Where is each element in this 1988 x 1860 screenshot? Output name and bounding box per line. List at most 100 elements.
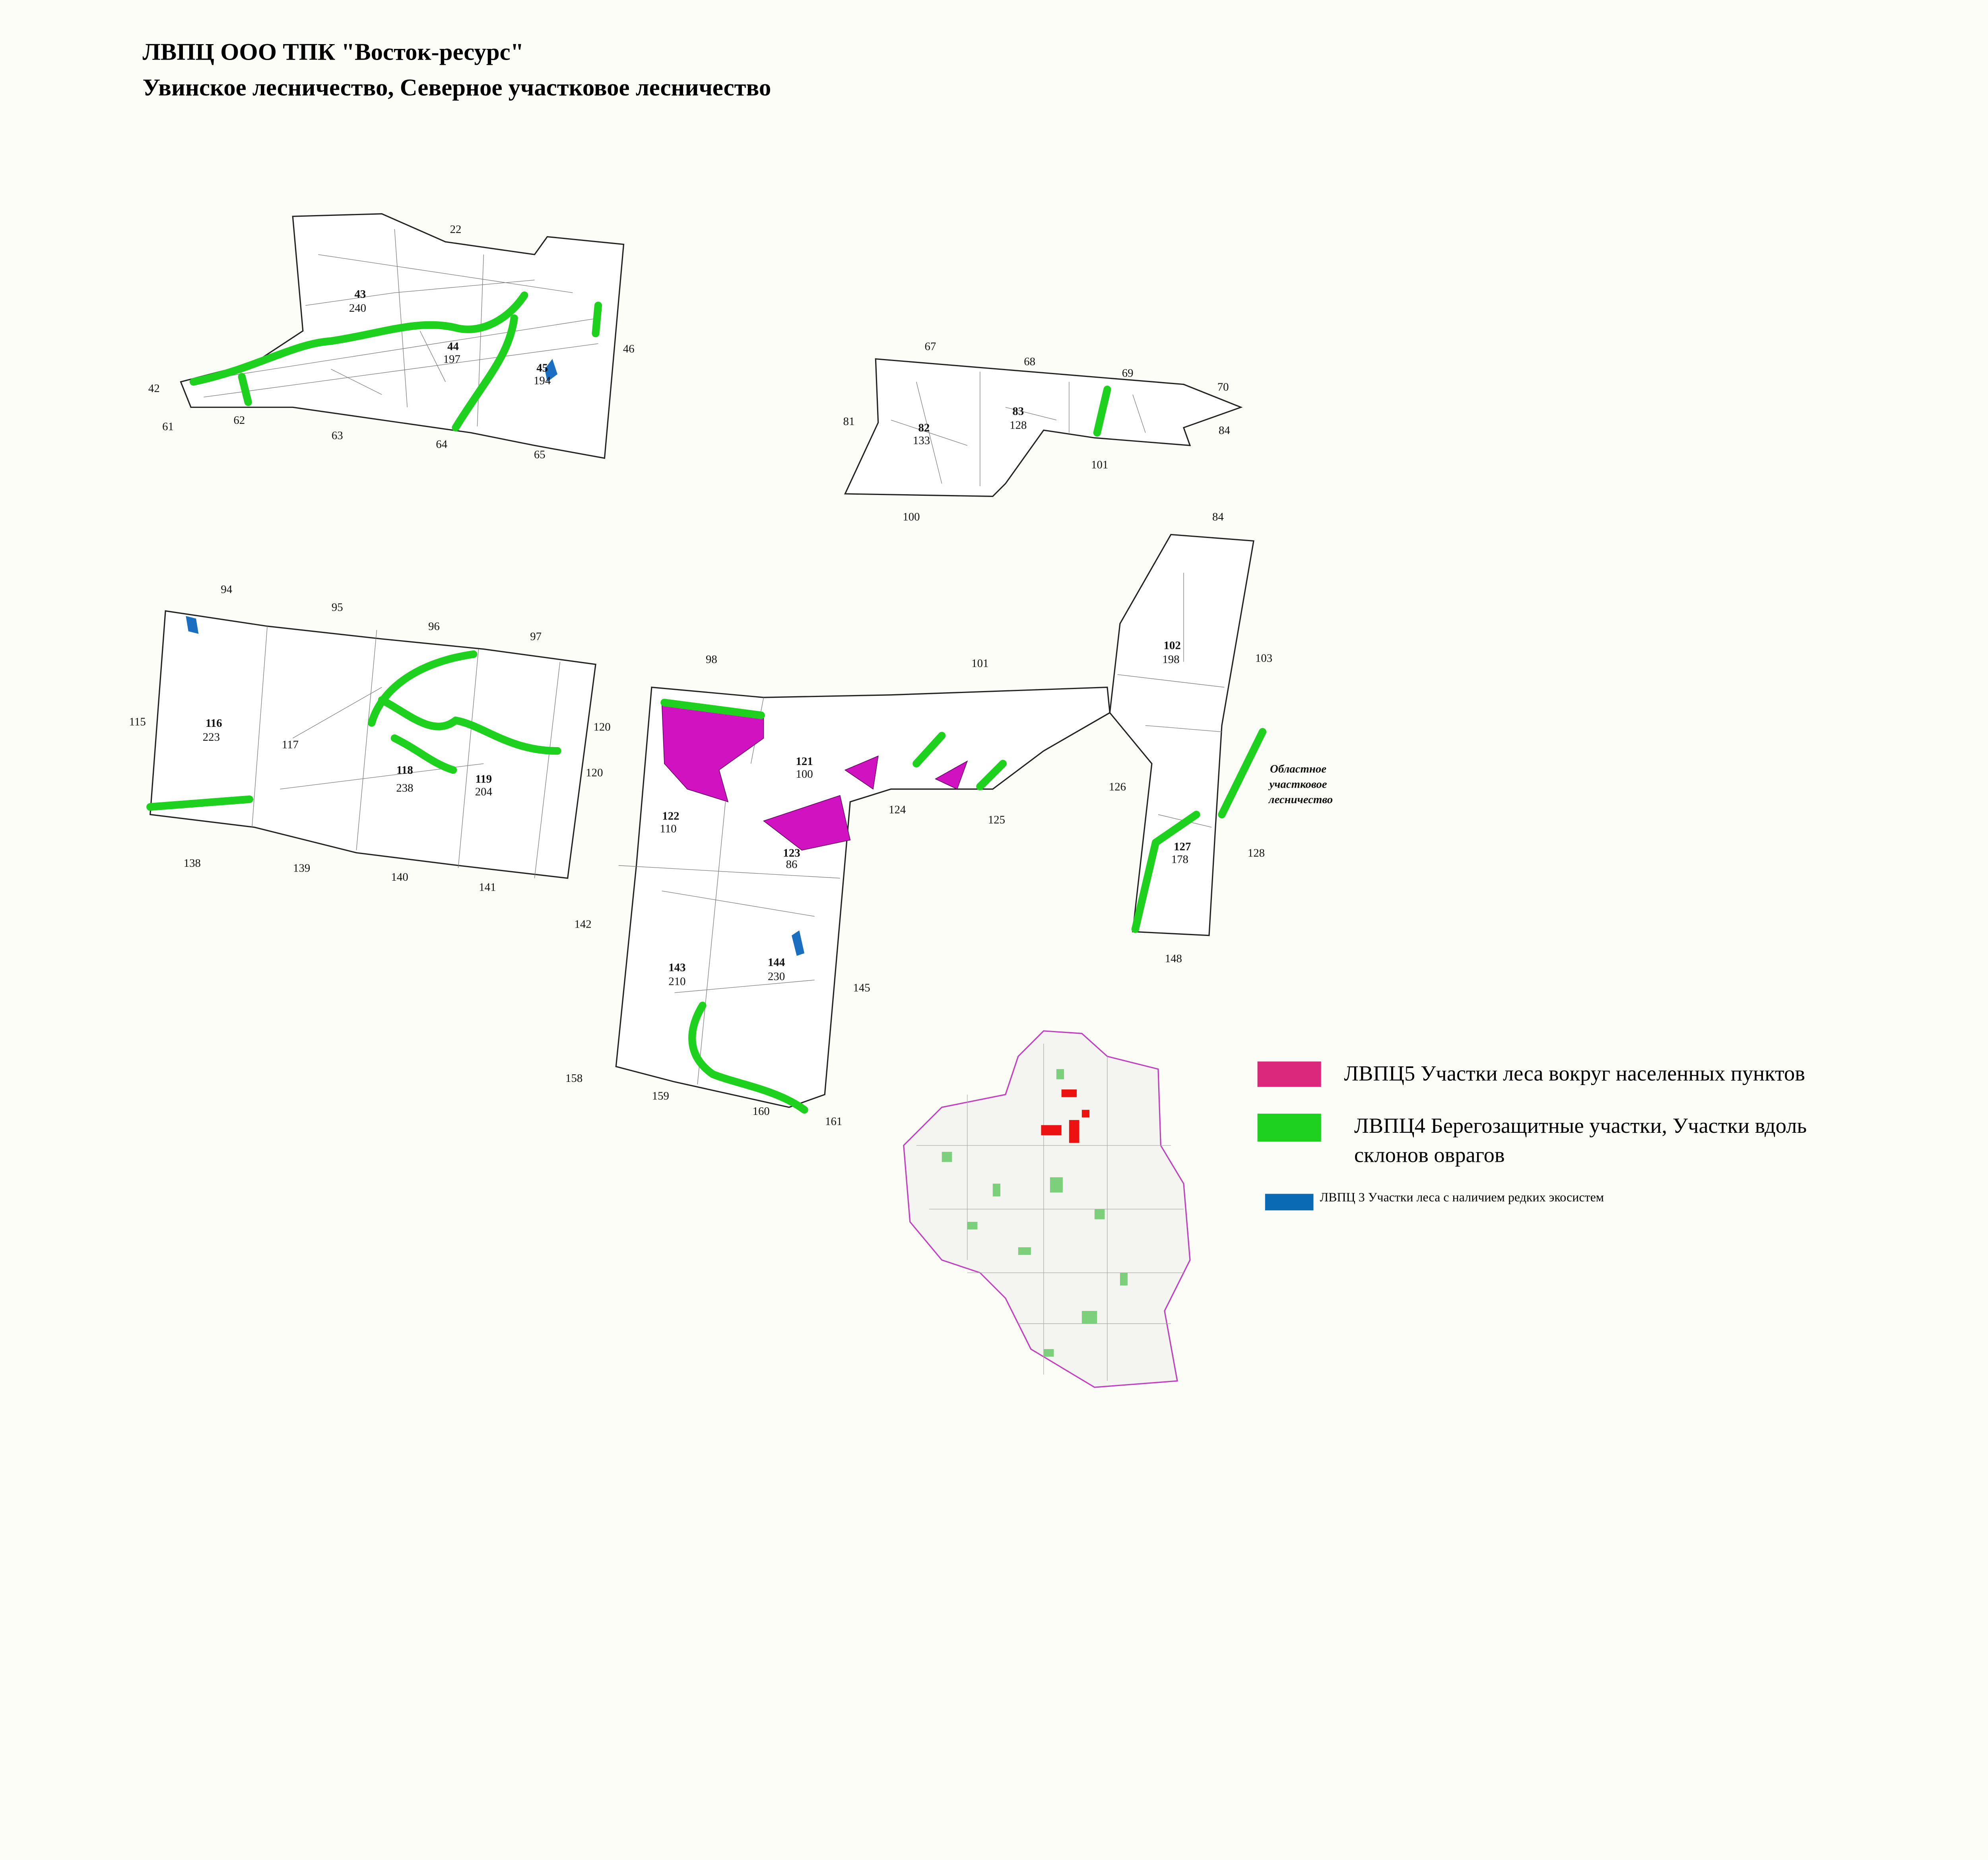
block-label: 84 bbox=[1219, 424, 1230, 437]
block-area: 133 bbox=[913, 434, 930, 447]
block-label: 161 bbox=[825, 1115, 842, 1128]
block-label: 103 bbox=[1255, 652, 1272, 665]
block-label: 42 bbox=[148, 382, 160, 395]
block-label: 45 bbox=[536, 362, 548, 375]
block-area: 194 bbox=[534, 375, 551, 387]
block-label: 123 bbox=[783, 847, 800, 859]
block-label: 117 bbox=[282, 738, 299, 751]
block-label: 144 bbox=[768, 956, 785, 969]
block-label: 141 bbox=[479, 881, 496, 894]
inset-green-areas bbox=[942, 1069, 1128, 1357]
block-label: 84 bbox=[1212, 511, 1224, 523]
regional-forestry-line: участковое bbox=[1268, 778, 1327, 790]
block-label: 82 bbox=[918, 421, 930, 434]
block-label: 160 bbox=[753, 1105, 770, 1118]
block-label: 67 bbox=[925, 340, 936, 353]
legend: ЛВПЦ5 Участки леса вокруг населенных пун… bbox=[1257, 1061, 1807, 1211]
inset-red-area bbox=[1069, 1120, 1079, 1143]
block-area: 230 bbox=[768, 970, 785, 983]
map-title: ЛВПЦ ООО ТПК "Восток-ресурс" bbox=[143, 39, 524, 65]
block-label: 94 bbox=[221, 583, 232, 596]
forest-map: ЛВПЦ ООО ТПК "Восток-ресурс" Увинское ле… bbox=[129, 39, 1807, 1388]
block-label: 145 bbox=[853, 982, 870, 994]
block-label: 148 bbox=[1165, 952, 1182, 965]
block-label: 98 bbox=[706, 653, 717, 666]
block-area: 197 bbox=[443, 353, 460, 365]
block-label: 128 bbox=[1248, 847, 1265, 859]
block-label: 121 bbox=[796, 755, 813, 768]
block-label: 96 bbox=[428, 620, 440, 633]
block-label: 139 bbox=[293, 862, 310, 875]
block-label: 142 bbox=[574, 918, 591, 931]
block-label: 95 bbox=[332, 601, 343, 614]
legend-label-lvpc4-cont: склонов оврагов bbox=[1354, 1143, 1505, 1167]
block-label: 126 bbox=[1109, 781, 1126, 793]
block-area: 210 bbox=[668, 975, 685, 988]
block-group-east bbox=[1109, 534, 1267, 936]
legend-swatch-lvpc3 bbox=[1265, 1194, 1314, 1211]
block-label: 63 bbox=[332, 429, 343, 442]
block-area: 223 bbox=[203, 731, 220, 744]
block-label: 125 bbox=[988, 814, 1005, 826]
block-area: 178 bbox=[1171, 853, 1188, 866]
block-area: 100 bbox=[796, 768, 813, 781]
block-label: 46 bbox=[623, 343, 635, 355]
block-label: 120 bbox=[586, 767, 603, 779]
legend-swatch-lvpc4 bbox=[1257, 1113, 1321, 1142]
block-group-northwest bbox=[180, 213, 625, 459]
map-subtitle: Увинское лесничество, Северное участково… bbox=[143, 74, 771, 101]
block-label: 43 bbox=[354, 288, 366, 301]
block-label: 81 bbox=[843, 415, 855, 428]
block-label: 127 bbox=[1174, 840, 1191, 853]
inset-red-area bbox=[1061, 1089, 1077, 1097]
block-label: 65 bbox=[534, 448, 546, 461]
block-label: 62 bbox=[233, 414, 245, 427]
block-label: 122 bbox=[662, 810, 679, 822]
block-label: 140 bbox=[391, 871, 408, 883]
legend-label-lvpc5: ЛВПЦ5 Участки леса вокруг населенных пун… bbox=[1344, 1062, 1805, 1085]
block-label: 120 bbox=[593, 720, 610, 733]
block-label: 100 bbox=[903, 511, 920, 523]
block-group-central bbox=[615, 686, 1110, 1114]
block-area: 110 bbox=[660, 822, 676, 835]
block-labels: 22 43 240 44 197 45 194 46 42 61 62 63 6… bbox=[129, 223, 1273, 1128]
block-label: 158 bbox=[565, 1072, 582, 1085]
regional-forestry-label: Областное участковое лесничество bbox=[1268, 763, 1333, 806]
block-area: 86 bbox=[786, 858, 798, 871]
block-label: 138 bbox=[184, 857, 201, 870]
block-label: 64 bbox=[436, 438, 447, 451]
inset-red-area bbox=[1081, 1110, 1090, 1118]
block-label: 101 bbox=[971, 657, 988, 670]
regional-forestry-line: Областное bbox=[1270, 763, 1326, 775]
block-label: 101 bbox=[1091, 458, 1108, 471]
block-area: 198 bbox=[1162, 653, 1179, 666]
block-label: 116 bbox=[206, 717, 222, 730]
block-label: 119 bbox=[476, 773, 492, 786]
block-label: 69 bbox=[1122, 367, 1134, 380]
block-label: 83 bbox=[1012, 405, 1024, 418]
block-area: 238 bbox=[396, 782, 413, 794]
block-label: 143 bbox=[668, 961, 685, 974]
legend-label-lvpc3: ЛВПЦ 3 Участки леса с наличием редких эк… bbox=[1320, 1190, 1604, 1204]
block-label: 97 bbox=[530, 630, 542, 643]
block-area: 204 bbox=[475, 786, 492, 798]
block-group-north bbox=[844, 358, 1243, 497]
block-label: 61 bbox=[162, 420, 174, 433]
block-label: 70 bbox=[1217, 381, 1229, 394]
block-group-west bbox=[146, 610, 596, 879]
block-label: 115 bbox=[129, 716, 146, 728]
block-label: 118 bbox=[396, 764, 413, 777]
block-label: 22 bbox=[450, 223, 462, 236]
block-label: 102 bbox=[1164, 639, 1181, 652]
block-label: 159 bbox=[652, 1090, 669, 1103]
block-label: 124 bbox=[889, 803, 906, 816]
block-area: 240 bbox=[349, 302, 366, 315]
block-area: 128 bbox=[1010, 419, 1027, 432]
block-label: 44 bbox=[447, 340, 459, 353]
block-label: 68 bbox=[1024, 355, 1035, 368]
inset-overview-map bbox=[903, 1030, 1191, 1388]
legend-swatch-lvpc5 bbox=[1257, 1061, 1321, 1087]
regional-forestry-line: лесничество bbox=[1268, 793, 1333, 806]
inset-red-area bbox=[1041, 1125, 1062, 1136]
legend-label-lvpc4: ЛВПЦ4 Берегозащитные участки, Участки вд… bbox=[1354, 1114, 1807, 1138]
